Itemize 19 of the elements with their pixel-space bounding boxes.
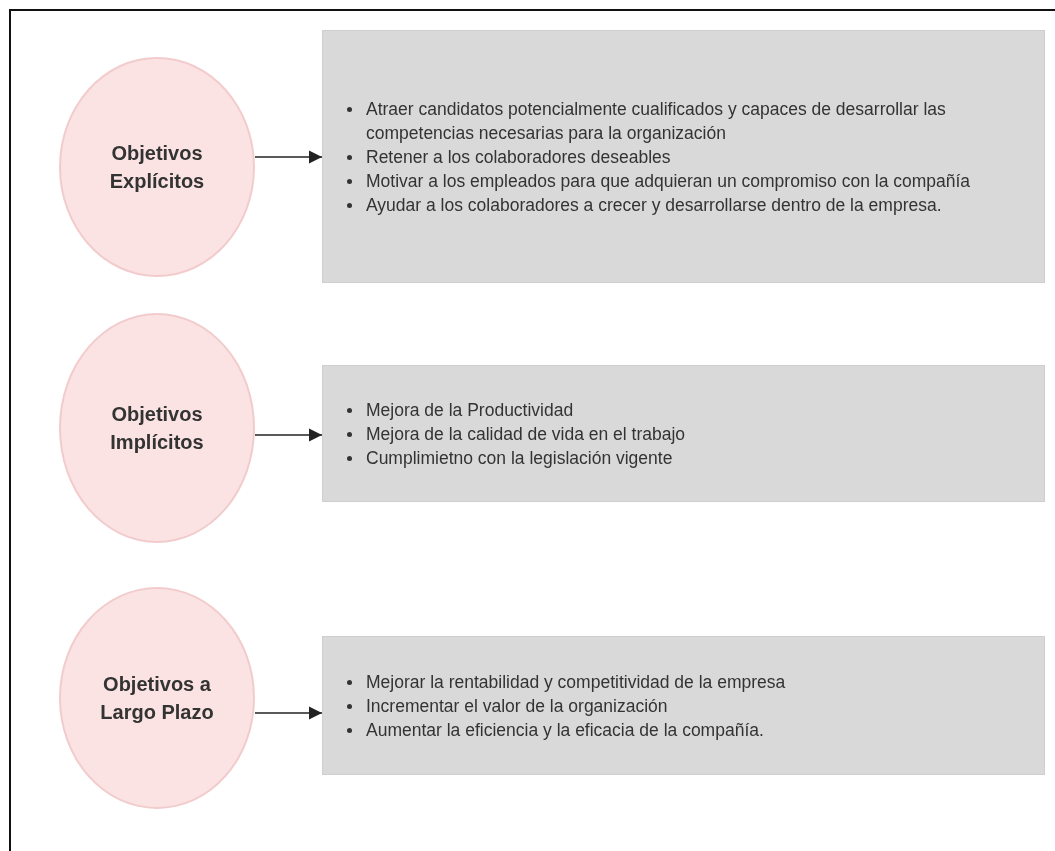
text-box [322,365,1045,502]
node-label: Objetivos Implícitos [109,402,205,455]
arrow [254,428,323,442]
bullet-item: Mejorar la rentabilidad y competitividad de la empresa [366,670,787,694]
node-label: Objetivos a Largo Plazo [99,672,215,725]
text-box [322,30,1045,283]
text-box [322,636,1045,775]
bullet-item: Retener a los colaboradores deseables [366,145,672,169]
arrow [254,706,323,720]
bullet-item: Ayudar a los colaboradores a crecer y desarrollarse dentro de la empresa. [366,193,943,217]
bullet-item: Motivar a los empleados para que adquieran un compromiso con la compañía [366,169,972,193]
bullet-item: Incrementar el valor de la organización [366,694,669,718]
bullet-item: Cumplimietno con la legislación vigente [366,446,674,470]
bullet-item: Aumentar la eficiencia y la eficacia de la compañía. [366,718,765,742]
arrow [254,150,323,164]
bullet-item: Atraer candidatos potencialmente cualificados y capaces de desarrollar las competencias necesarias para la organización [366,97,947,145]
node-label: Objetivos Explícitos [108,141,206,194]
bullet-item: Mejora de la Productividad [366,398,575,422]
bullet-item: Mejora de la calidad de vida en el trabajo [366,422,687,446]
